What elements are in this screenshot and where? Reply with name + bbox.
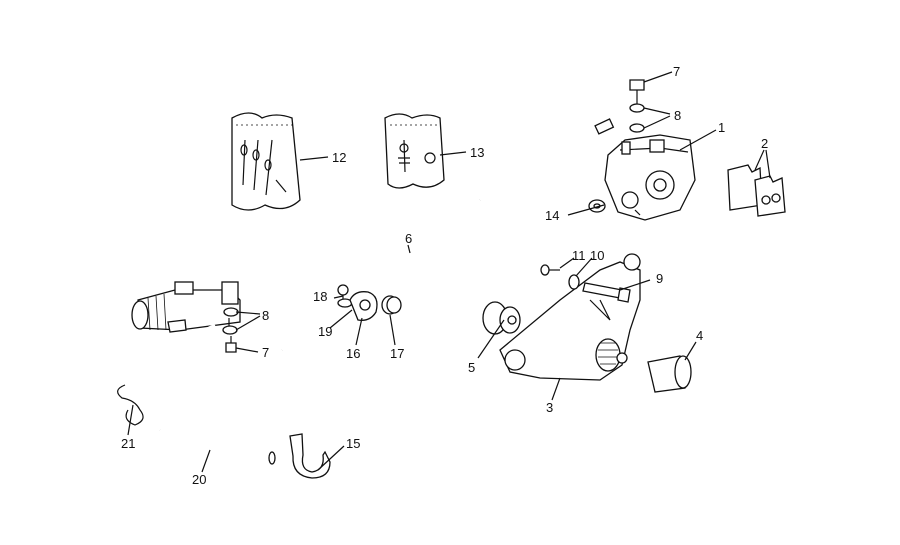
washers-8-upper bbox=[629, 103, 645, 133]
vent-hose-20 bbox=[158, 425, 276, 465]
callout-12: 12 bbox=[332, 150, 346, 165]
leader-lines bbox=[127, 71, 771, 473]
bolt-9 bbox=[582, 282, 631, 303]
callout-19: 19 bbox=[318, 324, 332, 339]
callout-3: 3 bbox=[546, 400, 553, 415]
callout-labels: 1 2 3 4 5 6 7 8 9 10 11 12 13 14 15 16 1… bbox=[121, 64, 768, 487]
callout-2: 2 bbox=[761, 136, 768, 151]
spring-17 bbox=[381, 295, 402, 315]
spring-clip-21 bbox=[117, 384, 144, 426]
callout-15: 15 bbox=[346, 436, 360, 451]
bushing-5 bbox=[482, 301, 521, 335]
spacer-10 bbox=[568, 274, 580, 290]
callout-9: 9 bbox=[656, 271, 663, 286]
parts-bag-13 bbox=[384, 113, 445, 189]
callout-8-lower: 8 bbox=[262, 308, 269, 323]
brake-hose-6 bbox=[280, 118, 615, 351]
callout-17: 17 bbox=[390, 346, 404, 361]
callout-10: 10 bbox=[590, 248, 604, 263]
clamp-16 bbox=[349, 291, 378, 321]
callout-7: 7 bbox=[673, 64, 680, 79]
callout-20: 20 bbox=[192, 472, 206, 487]
callout-11: 11 bbox=[572, 248, 586, 263]
callout-1: 1 bbox=[718, 120, 725, 135]
washer-11 bbox=[540, 264, 560, 276]
brake-pads-2 bbox=[727, 164, 786, 217]
nut-14 bbox=[588, 199, 606, 213]
callout-16: 16 bbox=[346, 346, 360, 361]
callout-21: 21 bbox=[121, 436, 135, 451]
callout-18: 18 bbox=[313, 289, 327, 304]
master-cylinder bbox=[131, 281, 241, 333]
callout-14: 14 bbox=[545, 208, 559, 223]
hose-clip-15 bbox=[289, 433, 331, 479]
parts-bag-12 bbox=[231, 112, 301, 211]
callout-5: 5 bbox=[468, 360, 475, 375]
brake-caliper-1 bbox=[604, 134, 696, 221]
callout-7-lower: 7 bbox=[262, 345, 269, 360]
bolt-7-lower bbox=[225, 336, 237, 353]
bolt-7-upper bbox=[629, 79, 645, 105]
callout-8: 8 bbox=[674, 108, 681, 123]
callout-13: 13 bbox=[470, 145, 484, 160]
brake-hose-lower bbox=[176, 199, 481, 402]
bushing-4 bbox=[647, 355, 692, 393]
ribbed-spacer bbox=[595, 338, 628, 372]
callout-6: 6 bbox=[405, 231, 412, 246]
callout-4: 4 bbox=[696, 328, 703, 343]
